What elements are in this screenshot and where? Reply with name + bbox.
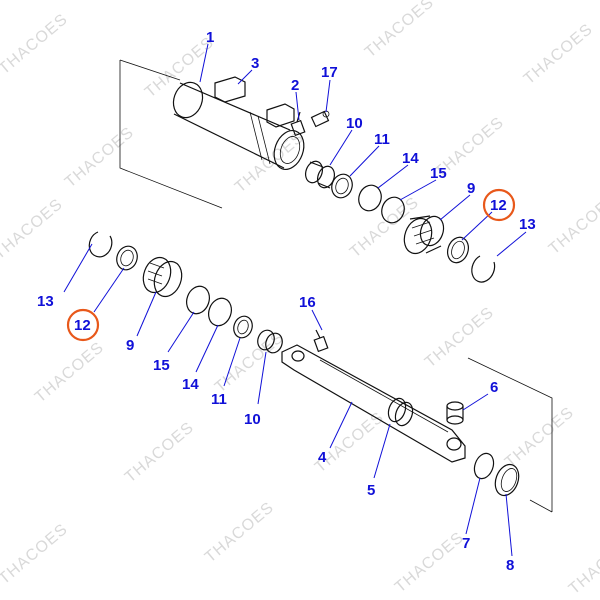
watermark-text: THACOES bbox=[347, 194, 423, 261]
watermark-text: THACOES bbox=[32, 339, 108, 406]
callout-15-lower: 15 bbox=[153, 357, 170, 374]
seal-ring-7 bbox=[473, 452, 495, 480]
snap-ring-13-lower bbox=[88, 231, 113, 258]
callout-10-lower: 10 bbox=[244, 411, 261, 428]
callout-16: 16 bbox=[299, 294, 316, 311]
cylinder-tube bbox=[172, 81, 305, 170]
bushing-6 bbox=[446, 401, 464, 425]
callout-17: 17 bbox=[321, 64, 338, 81]
backup-ring-15-upper bbox=[381, 196, 405, 224]
lower-seal-set bbox=[88, 231, 283, 354]
watermark-text: THACOES bbox=[312, 409, 388, 476]
bracket bbox=[214, 76, 295, 128]
plug-fitting bbox=[310, 110, 330, 128]
snap-ring-13-upper bbox=[471, 255, 496, 283]
piston-9-lower bbox=[142, 256, 183, 298]
watermark-text: THACOES bbox=[502, 404, 578, 471]
watermark-text: THACOES bbox=[521, 21, 597, 88]
callout-12-lower: 12 bbox=[74, 317, 91, 334]
leader-lines bbox=[63, 43, 527, 557]
ring-11-lower bbox=[233, 315, 253, 339]
callout-7: 7 bbox=[462, 535, 470, 552]
upper-seal-set bbox=[304, 160, 496, 283]
callout-13-upper: 13 bbox=[519, 216, 536, 233]
watermark-text: THACOES bbox=[546, 191, 600, 258]
watermark-text: THACOES bbox=[122, 419, 198, 486]
grease-fitting-16 bbox=[313, 329, 329, 353]
watermark-text: THACOES bbox=[212, 329, 288, 396]
mounting-plane-top bbox=[119, 59, 223, 209]
highlight-circle bbox=[66, 308, 100, 342]
callout-1: 1 bbox=[206, 29, 214, 46]
callout-13-lower: 13 bbox=[37, 293, 54, 310]
o-ring-14-upper bbox=[358, 184, 382, 212]
callout-3: 3 bbox=[251, 55, 259, 72]
watermark-text: THACOES bbox=[362, 0, 438, 61]
callout-11-lower: 11 bbox=[211, 391, 227, 408]
mounting-plane-bottom bbox=[467, 357, 553, 513]
callout-5: 5 bbox=[367, 482, 375, 499]
watermark-text: THACOES bbox=[62, 124, 138, 191]
callout-15-upper: 15 bbox=[430, 165, 447, 182]
callout-9-lower: 9 bbox=[126, 337, 134, 354]
wear-ring-12-upper bbox=[447, 236, 469, 264]
rod-collar-5 bbox=[387, 397, 414, 427]
callouts: 1 3 2 17 10 11 14 15 9 12 13 13 12 9 15 … bbox=[37, 29, 536, 574]
watermark-text: THACOES bbox=[0, 521, 71, 588]
callout-10-upper: 10 bbox=[346, 115, 363, 132]
watermark-text: THACOES bbox=[0, 196, 66, 263]
callout-14-lower: 14 bbox=[182, 376, 199, 393]
piston-rod bbox=[281, 344, 466, 463]
watermark-text: THACOES bbox=[392, 529, 468, 596]
wear-ring-12-lower bbox=[116, 245, 138, 271]
bushing-10-lower bbox=[257, 329, 283, 354]
callout-12-upper: 12 bbox=[490, 197, 507, 214]
callout-2: 2 bbox=[291, 77, 299, 94]
watermark-text: THACOES bbox=[0, 11, 71, 78]
watermark-text: THACOES bbox=[422, 304, 498, 371]
highlight-circle bbox=[482, 188, 516, 222]
watermark-text: THACOES bbox=[202, 499, 278, 566]
o-ring-14-lower bbox=[208, 297, 232, 327]
callout-4: 4 bbox=[318, 449, 327, 466]
callout-9-upper: 9 bbox=[467, 180, 475, 197]
watermark-text: THACOES bbox=[566, 531, 600, 598]
piston-9-upper bbox=[403, 215, 445, 255]
callout-11-upper: 11 bbox=[374, 131, 390, 148]
callout-14-upper: 14 bbox=[402, 150, 419, 167]
ring-11-upper bbox=[331, 173, 353, 199]
callout-6: 6 bbox=[490, 379, 498, 396]
dust-seal-8 bbox=[494, 463, 520, 497]
callout-8: 8 bbox=[506, 557, 514, 574]
